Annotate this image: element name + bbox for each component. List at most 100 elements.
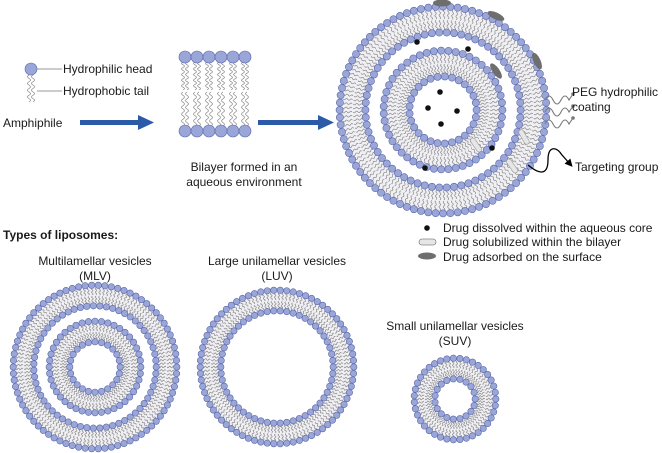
lipid-tail xyxy=(408,65,415,73)
lipid-tail xyxy=(105,392,110,400)
lipid-tail xyxy=(486,189,492,199)
lipid-tail xyxy=(450,20,453,31)
lipid-tail xyxy=(516,74,526,80)
lipid-tail xyxy=(430,381,437,387)
lipid-tail xyxy=(384,41,392,49)
lipid-tail xyxy=(73,328,79,336)
lipid-tail xyxy=(122,368,131,372)
lipid-tail xyxy=(119,335,125,342)
lipid-tail xyxy=(511,43,520,51)
lipid-tail xyxy=(214,384,222,389)
lipid-tail xyxy=(529,137,539,142)
lipid-tail xyxy=(489,108,500,112)
lipid-tail xyxy=(114,299,118,307)
lipid-tail xyxy=(399,139,407,147)
lipid-head xyxy=(413,379,421,387)
lipid-tail xyxy=(102,324,106,333)
lipid-head xyxy=(471,98,480,107)
lipid-head xyxy=(32,379,40,387)
lipid-tail xyxy=(78,391,82,399)
lipid-tail xyxy=(425,402,433,407)
lipid-tail xyxy=(23,367,32,370)
lipid-tail xyxy=(295,431,300,439)
lipid-tail xyxy=(434,366,440,373)
lipid-head xyxy=(257,309,265,317)
lipid-head xyxy=(166,395,174,403)
lipid-head xyxy=(238,432,246,440)
lipid-tail xyxy=(193,61,197,91)
lipid-tail xyxy=(30,408,37,415)
lipid-tail xyxy=(63,378,71,383)
lipid-tail xyxy=(233,410,239,417)
lipid-tail xyxy=(426,66,432,76)
lipid-tail xyxy=(378,46,387,54)
lipid-tail xyxy=(444,420,448,428)
lipid-head xyxy=(516,113,525,122)
lipid-tail xyxy=(24,370,32,374)
lipid-tail xyxy=(308,425,314,433)
lipid-tail xyxy=(217,91,221,127)
lipid-tail xyxy=(354,125,365,129)
lipid-tail xyxy=(166,357,175,361)
lipid-head xyxy=(449,354,457,362)
lipid-tail xyxy=(306,299,310,308)
lipid-head xyxy=(471,35,480,44)
lipid-tail xyxy=(523,112,534,116)
lipid-head xyxy=(367,77,375,86)
lipid-tail xyxy=(136,415,143,421)
lipid-tail xyxy=(386,112,397,116)
lipid-head xyxy=(244,434,252,442)
lipid-tail xyxy=(451,200,455,211)
lipid-head xyxy=(238,50,252,64)
lipid-head xyxy=(110,321,118,329)
lipid-head xyxy=(405,109,414,118)
lipid-head xyxy=(319,301,327,309)
lipid-tail xyxy=(487,124,498,128)
lipid-tail xyxy=(533,104,544,108)
lipid-head xyxy=(149,344,157,352)
lipid-tail xyxy=(97,332,101,340)
lipid-tail xyxy=(122,423,128,431)
lipid-head xyxy=(328,310,336,318)
lipid-tail xyxy=(457,188,461,199)
lipid-head xyxy=(136,356,144,364)
lipid-head xyxy=(388,137,397,146)
lipid-tail xyxy=(293,303,297,312)
lipid-tail xyxy=(330,391,338,395)
lipid-tail xyxy=(483,383,491,388)
lipid-head xyxy=(410,392,418,400)
lipid-tail xyxy=(346,135,356,140)
lipid-head xyxy=(424,3,433,12)
lipid-tail xyxy=(333,348,341,353)
lipid-head xyxy=(429,47,438,56)
lipid-head xyxy=(47,376,55,384)
lipid-tail xyxy=(392,188,398,198)
targeting-group-label: Targeting group xyxy=(575,160,659,174)
lipid-head xyxy=(516,106,525,114)
lipid-tail xyxy=(440,362,446,371)
lipid-head xyxy=(26,314,34,322)
lipid-head xyxy=(482,12,490,20)
lipid-tail xyxy=(503,50,512,58)
lipid-tail xyxy=(119,378,127,383)
lipid-tail xyxy=(44,422,50,429)
lipid-tail xyxy=(533,113,544,116)
lipid-head xyxy=(307,408,315,416)
lipid-head xyxy=(172,376,180,384)
lipid-tail xyxy=(325,412,332,418)
lipid-head xyxy=(511,134,519,143)
lipid-tail xyxy=(485,390,493,394)
lipid-tail xyxy=(35,314,42,319)
lipid-tail xyxy=(373,160,381,168)
lipid-head xyxy=(491,134,500,143)
lipid-head xyxy=(251,311,259,319)
lipid-tail xyxy=(270,301,274,309)
lipid-tail xyxy=(500,31,507,40)
lipid-head xyxy=(365,32,374,41)
lipid-head xyxy=(440,72,449,81)
lipid-tail xyxy=(79,437,83,446)
lipid-head xyxy=(337,406,345,414)
lipid-head xyxy=(257,438,265,446)
lipid-tail xyxy=(60,295,66,302)
lipid-tail xyxy=(415,60,422,69)
